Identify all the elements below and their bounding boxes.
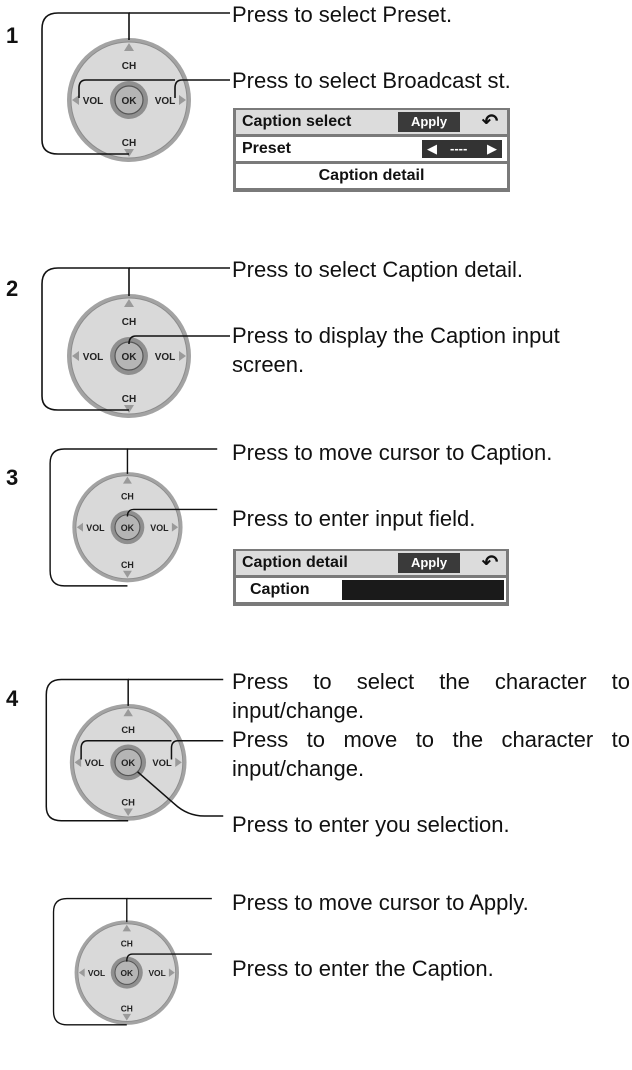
arrow-right-icon	[175, 757, 182, 768]
vol-left-label: VOL	[83, 96, 104, 107]
return-arrow-icon[interactable]: ↶	[481, 552, 499, 574]
ch-down-label: CH	[121, 560, 134, 570]
preset-row[interactable]: Preset ◀ ---- ▶	[236, 137, 507, 161]
vol-right-label: VOL	[148, 968, 165, 978]
menu-header: Caption select Apply ↶	[236, 110, 507, 134]
remote-diagram: CH CH VOL VOL OK	[45, 678, 224, 822]
step-number: 1	[6, 23, 19, 48]
arrow-up-icon	[124, 299, 134, 307]
ch-up-label: CH	[122, 317, 136, 328]
caption-line: Press to move to the character to input/…	[232, 727, 630, 781]
caption-line: Press to select the character to input/c…	[232, 669, 630, 723]
arrow-down-icon	[124, 149, 134, 157]
caption-line: Press to enter input field.	[232, 506, 476, 531]
arrow-left-icon	[76, 522, 83, 532]
remote-diagram: CH CH VOL VOL OK	[41, 12, 230, 162]
vol-left-label: VOL	[83, 352, 104, 363]
caption-line: Press to move cursor to Caption.	[232, 440, 553, 465]
ch-up-label: CH	[121, 492, 134, 502]
vol-left-label: VOL	[86, 523, 105, 533]
ch-down-label: CH	[121, 797, 135, 808]
ok-label: OK	[122, 352, 138, 363]
chevron-left-icon[interactable]: ◀	[427, 141, 437, 156]
step-number: 4	[6, 686, 19, 711]
caption-line: Press to enter the Caption.	[232, 956, 494, 981]
preset-value: ----	[450, 141, 468, 156]
arrow-down-icon	[123, 808, 133, 816]
caption-detail-row[interactable]: Caption detail	[236, 164, 507, 188]
caption-line: Press to move cursor to Apply.	[232, 890, 529, 915]
caption-detail-menu: Caption detail Apply ↶ Caption	[233, 549, 509, 606]
arrow-up-icon	[123, 476, 132, 484]
vol-left-label: VOL	[88, 968, 105, 978]
remote-diagram: CH CH VOL VOL OK	[52, 897, 212, 1026]
caption-line: Press to select Preset.	[232, 2, 453, 27]
ok-label: OK	[121, 757, 135, 768]
arrow-up-icon	[124, 43, 134, 51]
ok-label: OK	[121, 523, 135, 533]
menu-header: Caption detail Apply ↶	[236, 551, 506, 575]
step-number: 2	[6, 276, 19, 301]
caption-input-row[interactable]: Caption	[236, 578, 506, 602]
ok-label: OK	[122, 96, 138, 107]
apply-button[interactable]: Apply	[398, 112, 460, 132]
chevron-right-icon[interactable]: ▶	[487, 141, 497, 156]
ch-down-label: CH	[121, 1003, 133, 1013]
menu-title: Caption detail	[242, 554, 348, 571]
ch-up-label: CH	[121, 724, 135, 735]
arrow-right-icon	[168, 968, 175, 977]
ch-down-label: CH	[122, 394, 136, 405]
arrow-left-icon	[74, 757, 82, 768]
arrow-up-icon	[122, 924, 131, 932]
ch-up-label: CH	[121, 939, 133, 949]
preset-selector[interactable]: ◀ ---- ▶	[422, 140, 502, 158]
arrow-left-icon	[78, 968, 85, 977]
caption-line: Press to display the Caption input scree…	[232, 323, 560, 377]
remote-diagram: CH CH VOL VOL OK	[49, 448, 218, 587]
ch-down-label: CH	[122, 138, 136, 149]
caption-line: Press to select Caption detail.	[232, 257, 524, 282]
arrow-up-icon	[123, 708, 133, 717]
arrow-left-icon	[72, 351, 79, 361]
ok-label: OK	[120, 968, 133, 978]
menu-title: Caption select	[242, 113, 352, 130]
arrow-right-icon	[171, 522, 179, 532]
ch-up-label: CH	[122, 61, 136, 72]
caption-detail-label: Caption detail	[318, 167, 425, 184]
arrow-right-icon	[179, 95, 186, 105]
step-number: 3	[6, 465, 19, 490]
caption-line: Press to select Broadcast st.	[232, 68, 511, 93]
caption-label: Caption	[250, 581, 310, 598]
vol-right-label: VOL	[152, 757, 172, 768]
caption-input[interactable]	[342, 580, 504, 600]
caption-select-menu: Caption select Apply ↶ Preset ◀ ---- ▶ C…	[233, 108, 510, 192]
preset-label: Preset	[242, 140, 291, 157]
remote-diagram: CH CH VOL VOL OK	[41, 267, 230, 418]
return-arrow-icon[interactable]: ↶	[481, 111, 499, 133]
arrow-left-icon	[72, 95, 79, 105]
apply-button[interactable]: Apply	[398, 553, 460, 573]
caption-line: Press to enter you selection.	[232, 812, 510, 837]
vol-right-label: VOL	[150, 523, 169, 533]
arrow-down-icon	[124, 405, 134, 413]
vol-left-label: VOL	[85, 757, 105, 768]
vol-right-label: VOL	[155, 96, 176, 107]
vol-right-label: VOL	[155, 352, 176, 363]
arrow-down-icon	[123, 570, 132, 578]
arrow-down-icon	[122, 1013, 131, 1021]
arrow-right-icon	[179, 351, 186, 361]
